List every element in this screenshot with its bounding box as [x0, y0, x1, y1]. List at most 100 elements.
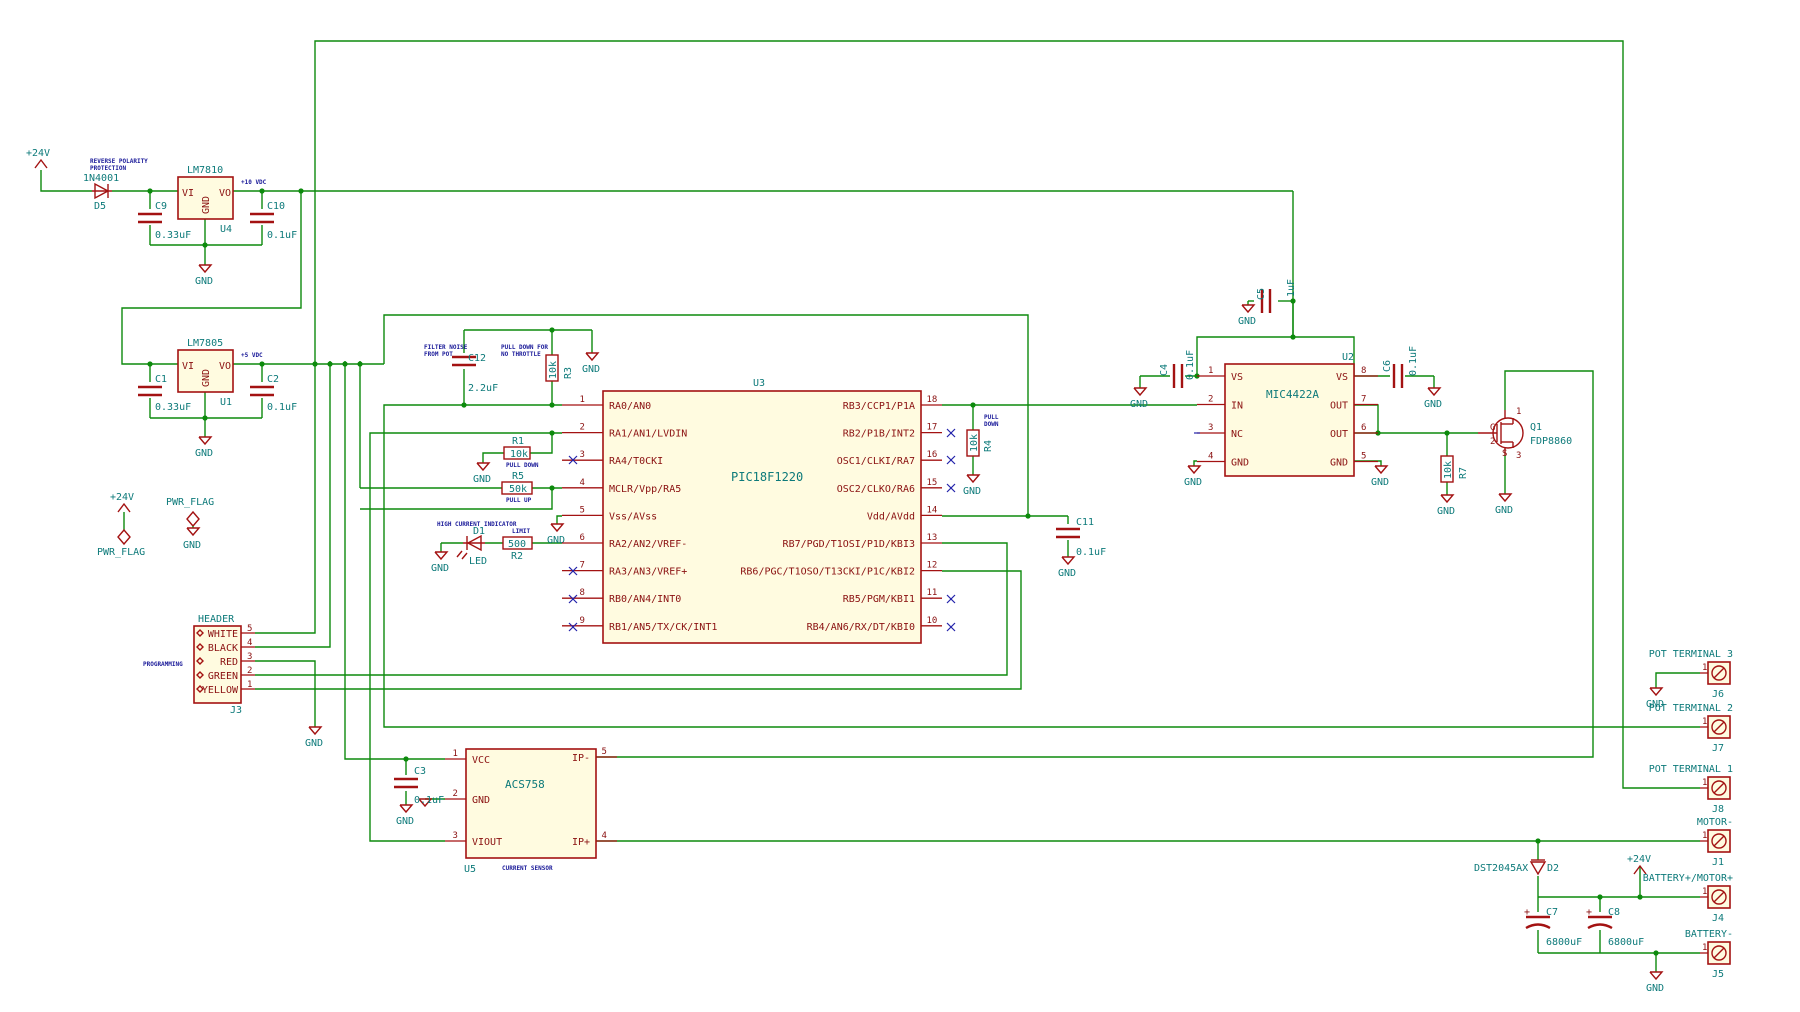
c1-ref: C1: [155, 374, 167, 385]
pin-4: 4IP+: [572, 831, 617, 848]
terminal-pin: 1: [1702, 717, 1707, 727]
gnd-symbol: [418, 798, 433, 808]
label-24v: +24V: [110, 492, 134, 503]
note-high-current: HIGH CURRENT INDICATOR: [437, 521, 517, 528]
resistor-r3: 10k R3 PULL DOWN FOR NO THROTTLE: [501, 344, 574, 382]
diode-d5: REVERSE POLARITY PROTECTION 1N4001 D5: [83, 158, 148, 212]
capacitor-c4: C4 0.1uF: [1159, 350, 1196, 388]
r4-ref: R4: [983, 440, 994, 452]
gnd-symbol: GND: [963, 474, 981, 497]
terminal-name: POT TERMINAL 1: [1649, 764, 1733, 775]
capacitor-c6: C6 0.1uF: [1382, 346, 1419, 388]
gnd-symbol: GND: [1238, 304, 1256, 327]
c12-ref: C12: [468, 353, 486, 364]
pin-number: 17: [927, 423, 938, 433]
pin-name: GND: [1231, 458, 1249, 469]
pin-number: 2: [580, 423, 585, 433]
pin-name: RB7/PGD/T1OSI/P1D/KBI3: [783, 539, 915, 550]
no-connect-mark: [946, 622, 956, 632]
no-connect-mark: [568, 622, 578, 632]
header-pin-name: RED: [220, 657, 238, 668]
d5-value: 1N4001: [83, 173, 119, 184]
u3-value: PIC18F1220: [731, 470, 803, 484]
pin-name: Vss/AVss: [609, 511, 657, 522]
pin-number: 6: [1361, 423, 1366, 433]
pin-2: 2IN: [1197, 395, 1243, 412]
u4-ref: U4: [220, 224, 232, 235]
r5-value: 50k: [509, 484, 527, 495]
pin-name: RA3/AN3/VREF+: [609, 567, 687, 578]
no-connect-mark: [568, 566, 578, 576]
u4-vo: VO: [219, 188, 231, 199]
q1-ref: Q1: [1530, 422, 1542, 433]
power-24v-input: +24V: [26, 148, 50, 169]
pin-number: 8: [580, 588, 585, 598]
note-current-sensor: CURRENT SENSOR: [502, 865, 553, 872]
pin-name: OSC1/CLKI/RA7: [837, 456, 915, 467]
label-24v: +24V: [26, 148, 50, 159]
pin-number: 2: [453, 789, 458, 799]
regulator-u1: LM7805 VI VO GND U1 +5 VDC: [177, 338, 263, 408]
capacitor-c10: C10 0.1uF: [250, 201, 297, 241]
gnd-symbol: GND: [1646, 687, 1664, 710]
pin-number: 15: [927, 478, 938, 488]
u3-ref: U3: [753, 378, 765, 389]
header-pin-number: 2: [247, 666, 252, 676]
pin-number: 4: [1208, 452, 1213, 462]
gnd-symbol: GND: [1424, 387, 1442, 410]
header-pin-name: BLACK: [208, 643, 238, 654]
pin-number: 4: [580, 478, 585, 488]
gnd-label: GND: [1646, 699, 1664, 710]
u5-value: ACS758: [505, 778, 545, 791]
gnd-label: GND: [1238, 316, 1256, 327]
u1-ref: U1: [220, 397, 232, 408]
pin-name: RB5/PGM/KBI1: [843, 594, 915, 605]
pin-number: 2: [1208, 395, 1213, 405]
terminal-ref: J5: [1712, 969, 1724, 980]
pin-number: 3: [1208, 423, 1213, 433]
pin-number: 1: [580, 395, 585, 405]
capacitor-c8: + C8 6800uF: [1586, 907, 1644, 948]
c6-ref: C6: [1382, 360, 1393, 372]
pin-name: VS: [1231, 372, 1243, 383]
note-reverse-1: REVERSE POLARITY: [90, 158, 148, 165]
gnd-symbol: GND: [195, 264, 213, 287]
r5-ref: R5: [512, 471, 524, 482]
note-pull-up: PULL UP: [506, 497, 532, 504]
terminal-ref: J1: [1712, 857, 1724, 868]
r2-value: 500: [508, 539, 526, 550]
pin-name: GND: [1330, 458, 1348, 469]
note-reverse-2: PROTECTION: [90, 165, 127, 172]
junctions: [147, 188, 1659, 956]
c7-ref: C7: [1546, 907, 1558, 918]
q1-pin-s: S: [1502, 449, 1507, 459]
r1-ref: R1: [512, 436, 524, 447]
terminal-pin: 1: [1702, 887, 1707, 897]
pin-name: IN: [1231, 401, 1243, 412]
gnd-symbol: GND: [1495, 493, 1513, 516]
pin-name: MCLR/Vpp/RA5: [609, 484, 681, 495]
no-connect-mark: [568, 594, 578, 604]
c9-ref: C9: [155, 201, 167, 212]
terminal-name: POT TERMINAL 3: [1649, 649, 1733, 660]
capacitor-c11: C11 0.1uF: [1056, 517, 1106, 558]
pin-name: NC: [1231, 429, 1243, 440]
gnd-label: GND: [1437, 506, 1455, 517]
gnd-label: GND: [195, 448, 213, 459]
gnd-symbol: GND: [473, 462, 491, 485]
u1-vi: VI: [182, 361, 194, 372]
terminal-pin: 1: [1702, 663, 1707, 673]
gnd-symbol: GND: [1371, 465, 1389, 488]
resistor-r5: R5 50k PULL UP: [501, 471, 533, 504]
terminal-pin: 1: [1702, 831, 1707, 841]
